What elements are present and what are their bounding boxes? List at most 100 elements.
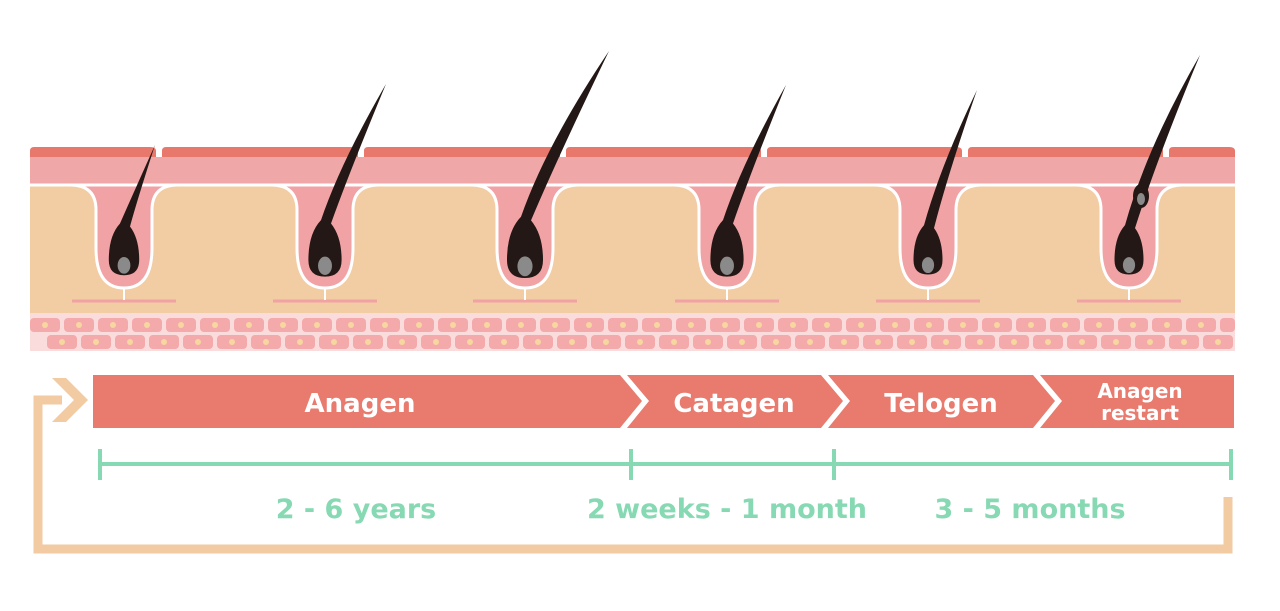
cell-nucleus	[127, 339, 133, 345]
cell-nucleus	[1028, 322, 1034, 328]
cell-nucleus	[1147, 339, 1153, 345]
phase-segment-anagen	[93, 375, 642, 428]
cycle-arrow-head	[52, 378, 88, 422]
cell-nucleus	[1181, 339, 1187, 345]
skin-cell	[1220, 318, 1235, 332]
cell-nucleus	[365, 339, 371, 345]
hair-shaft	[507, 51, 609, 278]
stratum-segment	[1169, 147, 1235, 157]
duration-label-anagen: 2 - 6 years	[276, 494, 437, 525]
cell-nucleus	[433, 339, 439, 345]
cell-nucleus	[229, 339, 235, 345]
cell-nucleus	[76, 322, 82, 328]
dermis-layer	[30, 185, 1235, 313]
phase-label-anagen-restart-line1: Anagen	[1097, 379, 1182, 403]
stratum-segment	[767, 147, 962, 157]
cell-nucleus	[314, 322, 320, 328]
cell-nucleus	[1062, 322, 1068, 328]
stratum-segment	[968, 147, 1163, 157]
cell-nucleus	[280, 322, 286, 328]
cell-layer	[30, 313, 1235, 351]
cycle-arrow-path	[33, 395, 1233, 554]
phase-label-anagen: Anagen	[305, 389, 416, 419]
cell-nucleus	[739, 339, 745, 345]
phase-label-catagen: Catagen	[673, 389, 794, 419]
phase-segment-telogen	[828, 375, 1055, 428]
cell-nucleus	[1215, 339, 1221, 345]
cell-nucleus	[722, 322, 728, 328]
phase-label-telogen: Telogen	[884, 389, 997, 419]
cell-nucleus	[450, 322, 456, 328]
cell-nucleus	[671, 339, 677, 345]
cell-nucleus	[297, 339, 303, 345]
cell-nucleus	[841, 339, 847, 345]
hair-shaft	[710, 85, 786, 277]
stratum-segment	[162, 147, 358, 157]
cell-nucleus	[467, 339, 473, 345]
stratum-corneum	[30, 147, 1235, 157]
cell-nucleus	[1130, 322, 1136, 328]
cell-nucleus	[195, 339, 201, 345]
follicle-6	[1074, 55, 1200, 303]
dermal-papilla	[720, 256, 734, 275]
cell-nucleus	[909, 339, 915, 345]
cell-nucleus	[144, 322, 150, 328]
follicle-5	[873, 90, 983, 303]
cell-nucleus	[59, 339, 65, 345]
hair-shaft	[308, 84, 386, 277]
epidermis-layer	[30, 157, 1235, 185]
cell-nucleus	[382, 322, 388, 328]
cell-nucleus	[994, 322, 1000, 328]
cell-nucleus	[348, 322, 354, 328]
cell-nucleus	[569, 339, 575, 345]
cell-nucleus	[178, 322, 184, 328]
follicle-4	[672, 85, 786, 303]
cell-nucleus	[1079, 339, 1085, 345]
dermal-papilla	[921, 257, 935, 274]
cell-nucleus	[654, 322, 660, 328]
cell-nucleus	[416, 322, 422, 328]
follicles	[69, 51, 1200, 303]
phase-bar: Anagen Catagen Telogen Anagen restart	[93, 375, 1234, 428]
cell-nucleus	[705, 339, 711, 345]
phase-segment-catagen	[627, 375, 843, 428]
follicle-1	[69, 145, 179, 303]
cell-nucleus	[688, 322, 694, 328]
cell-nucleus	[1011, 339, 1017, 345]
cell-nucleus	[1164, 322, 1170, 328]
cell-nucleus	[586, 322, 592, 328]
cell-nucleus	[1113, 339, 1119, 345]
phase-label-anagen-restart-line2: restart	[1101, 401, 1179, 425]
cell-nucleus	[943, 339, 949, 345]
follicle-3	[470, 51, 609, 303]
cell-nucleus	[858, 322, 864, 328]
old-hair-papilla	[1137, 193, 1145, 205]
cell-nucleus	[110, 322, 116, 328]
cell-nucleus	[620, 322, 626, 328]
cell-nucleus	[790, 322, 796, 328]
stratum-segment	[30, 147, 156, 157]
dermal-papilla	[517, 256, 533, 277]
cell-nucleus	[518, 322, 524, 328]
cell-nucleus	[246, 322, 252, 328]
cell-nucleus	[773, 339, 779, 345]
cell-nucleus	[399, 339, 405, 345]
hair-shaft	[108, 145, 155, 276]
cell-nucleus	[637, 339, 643, 345]
cell-nucleus	[501, 339, 507, 345]
cell-nucleus	[93, 339, 99, 345]
cell-nucleus	[331, 339, 337, 345]
hair-shaft	[1114, 55, 1200, 275]
cell-nucleus	[807, 339, 813, 345]
cell-nucleus	[824, 322, 830, 328]
hair-shaft	[913, 90, 977, 275]
duration-label-catagen: 2 weeks - 1 month	[587, 494, 867, 525]
cell-nucleus	[1045, 339, 1051, 345]
cell-nucleus	[603, 339, 609, 345]
cell-nucleus	[552, 322, 558, 328]
duration-timeline: 2 - 6 years 2 weeks - 1 month 3 - 5 mont…	[98, 449, 1233, 525]
dermal-papilla	[117, 256, 131, 274]
cycle-return-arrow	[33, 378, 1233, 554]
cell-nucleus	[960, 322, 966, 328]
